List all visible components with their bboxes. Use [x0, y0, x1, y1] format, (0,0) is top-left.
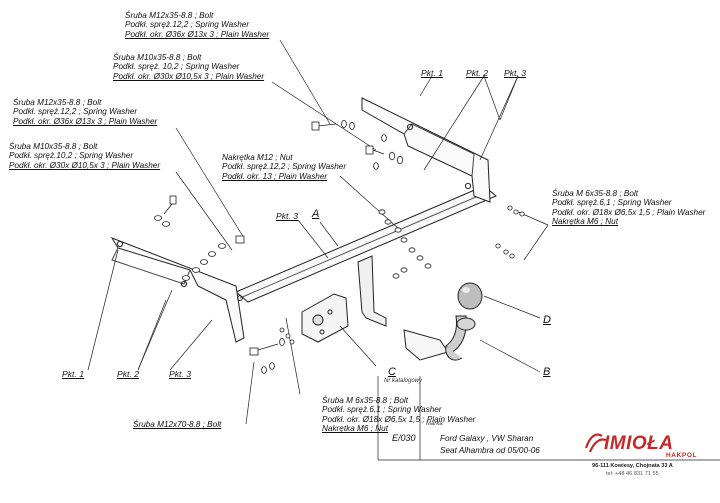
label-line: Podkł. spręż.10,2 ; Spring Washer: [9, 151, 134, 161]
mount-plate: [301, 293, 349, 343]
callout-pkt1-top: Pkt. 1: [421, 68, 443, 78]
label-line: Podkł. spręż.12,2 ; Spring Washer: [125, 20, 250, 30]
label-line: Podkł. spręż. 10,2 ; Spring Washer: [113, 62, 240, 72]
label-top-bolt-m12: Śruba M12x35-8.8 ; Bolt Podkł. spręż.12,…: [125, 11, 269, 39]
vehicle-line-2: Seat Alhambra od 05/00-06: [440, 446, 540, 455]
catalog-number: E/030: [392, 433, 416, 443]
label-line: Śruba M10x35-8.8 ; Bolt: [113, 53, 202, 62]
label-line: Podkł. spręż.6,1 ; Spring Washer: [552, 198, 672, 208]
label-line: Podkł. spręż.12,2 ; Spring Washer: [13, 107, 138, 117]
letter-b: B: [543, 366, 551, 378]
label-line: Podkł. okr. Ø36x Ø13x 3 ; Plain Washer: [125, 29, 270, 39]
label-left-bolt-m10: Śruba M10x35-8.8 ; Bolt Podkł. spręż.10,…: [9, 142, 160, 170]
callout-pkt1-bottom: Pkt. 1: [62, 369, 84, 379]
brand-sub: HAKPOL: [666, 452, 698, 459]
label-bolt-m6-right: Śruba M 6x35-8.8 ; Bolt Podkł. spręż.6,1…: [552, 189, 705, 227]
label-line: Podkł. spręż.12,2 ; Spring Washer: [222, 162, 347, 172]
label-line: Śruba M 6x35-8.8 ; Bolt: [552, 189, 639, 198]
catalog-caption: Nr katalogowy: [384, 378, 423, 384]
socket-holder: [403, 329, 449, 361]
label-line: Nakrętka M6 ; Nut: [552, 217, 618, 227]
socket-bracket: [357, 255, 387, 327]
label-line: Nakrętka M12 ; Nut: [222, 153, 293, 162]
vehicle-line-1: Ford Galaxy , VW Sharan: [440, 434, 534, 443]
label-line: Podkł. okr. Ø18x Ø6,5x 1,5 ; Plain Washe…: [322, 414, 476, 424]
label-top-bolt-m10: Śruba M10x35-8.8 ; Bolt Podkł. spręż. 10…: [113, 53, 264, 81]
label-bolt-m12x70: Śruba M12x70-8.8 ; Bolt: [133, 420, 222, 429]
letter-d: D: [543, 314, 551, 326]
label-line: Nakrętka M6 ; Nut: [322, 424, 388, 434]
label-line: Podkł. okr. Ø30x Ø10,5x 3 ; Plain Washer: [9, 160, 161, 170]
callout-pkt2-bottom: Pkt. 2: [117, 369, 139, 379]
brand-logo: IMIOŁA: [604, 433, 674, 454]
label-line: Podkł. okr. Ø18x Ø6,5x 1,5 ; Plain Washe…: [552, 207, 706, 217]
letter-c: C: [388, 366, 396, 378]
logo-mark: [584, 433, 607, 453]
label-line: Śruba M 6x35-8.8 ; Bolt: [322, 396, 409, 405]
label-line: Śruba M10x35-8.8 ; Bolt: [9, 142, 98, 151]
label-bolt-m6-bottom: Śruba M 6x35-8.8 ; Bolt Podkł. spręż.6,1…: [322, 396, 475, 434]
label-line: Śruba M12x35-8.8 ; Bolt: [13, 98, 102, 107]
label-left-bolt-m12: Śruba M12x35-8.8 ; Bolt Podkł. spręż.12,…: [13, 98, 157, 126]
label-line: Podkł. okr. 13 ; Plain Washer: [222, 171, 328, 181]
label-nut-m12: Nakrętka M12 ; Nut Podkł. spręż.12,2 ; S…: [222, 153, 346, 181]
brand-caption: Marka: [426, 421, 443, 427]
company-address: 96-111 Kowiesy, Chojnata 33 A: [592, 463, 673, 469]
label-line: Podkł. spręż.6,1 ; Spring Washer: [322, 405, 442, 415]
label-line: Podkł. okr. Ø30x Ø10,5x 3 ; Plain Washer: [113, 71, 265, 81]
callout-pkt3-top: Pkt. 3: [504, 68, 526, 78]
letter-a: A: [312, 208, 320, 220]
company-phone: tel: +48 46 831 71 55: [606, 471, 659, 477]
label-line: Podkł. okr. Ø36x Ø13x 3 ; Plain Washer: [13, 116, 158, 126]
left-bracket: [110, 237, 245, 343]
callout-pkt2-top: Pkt. 2: [466, 68, 488, 78]
callout-pkt3-mid: Pkt. 3: [276, 211, 298, 221]
label-line: Śruba M12x35-8.8 ; Bolt: [125, 11, 214, 20]
callout-pkt3-bottom: Pkt. 3: [169, 369, 191, 379]
